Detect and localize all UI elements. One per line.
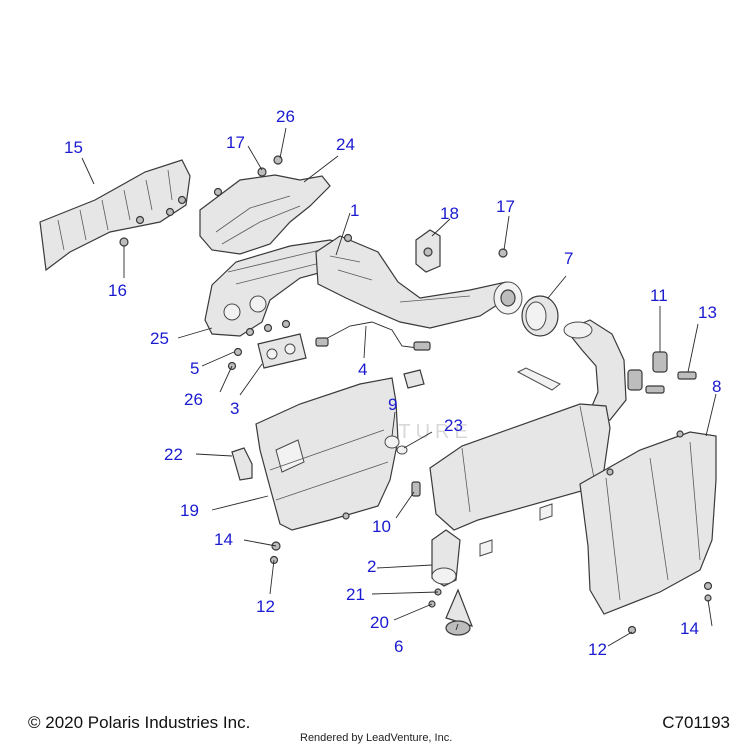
part-outlet-pipe <box>516 319 627 421</box>
callout-17-left: 17 <box>226 133 245 152</box>
callout-8: 8 <box>712 377 721 396</box>
part-clamp-22 <box>231 447 253 481</box>
callout-26-bottom: 26 <box>184 390 203 409</box>
callout-14-right: 14 <box>680 619 699 638</box>
part-manifold-25 <box>204 239 353 337</box>
callout-7: 7 <box>564 249 573 268</box>
callout-25: 25 <box>150 329 169 348</box>
part-heat-shield-19 <box>255 377 399 531</box>
part-washer-9 <box>384 435 400 449</box>
part-muffler-2 <box>429 403 611 587</box>
part-clamp-small <box>403 369 425 389</box>
callout-20: 20 <box>370 613 389 632</box>
callout-12-right: 12 <box>588 640 607 659</box>
callout-2: 2 <box>367 557 376 576</box>
callout-11: 11 <box>650 286 668 305</box>
exhaust-diagram: LEADVENTURE <box>39 107 721 659</box>
callout-24: 24 <box>336 135 355 154</box>
callout-18: 18 <box>440 204 459 223</box>
leader-lines <box>81 127 717 647</box>
callout-22: 22 <box>164 445 183 464</box>
callout-1: 1 <box>350 201 359 220</box>
callout-4: 4 <box>358 360 367 379</box>
part-gasket-7 <box>521 295 559 337</box>
callout-21: 21 <box>346 585 365 604</box>
callout-13: 13 <box>698 303 717 322</box>
part-bolt-13 <box>645 371 697 394</box>
callout-3: 3 <box>230 399 239 418</box>
part-gasket-3 <box>257 333 307 369</box>
part-tip-6 <box>445 588 474 636</box>
part-bracket-18 <box>415 229 441 273</box>
part-spring-11 <box>627 351 668 391</box>
copyright-text: © 2020 Polaris Industries Inc. <box>28 713 251 732</box>
callout-19: 19 <box>180 501 199 520</box>
callout-14-left: 14 <box>214 530 233 549</box>
rendered-by-text: Rendered by LeadVenture, Inc. <box>300 732 453 744</box>
callout-9: 9 <box>388 395 397 414</box>
part-sensor-4 <box>315 321 431 351</box>
callout-16: 16 <box>108 281 127 300</box>
callout-26-top: 26 <box>276 107 295 126</box>
part-heat-shield-24 <box>199 174 331 255</box>
callout-12-left: 12 <box>256 597 275 616</box>
callout-10: 10 <box>372 517 391 536</box>
callout-17-right: 17 <box>496 197 515 216</box>
callout-15: 15 <box>64 138 83 157</box>
part-header-pipe-1 <box>315 235 523 329</box>
callout-6: 6 <box>394 637 403 656</box>
callout-23: 23 <box>444 416 463 435</box>
figure-number: C701193 <box>662 713 730 732</box>
callout-5: 5 <box>190 359 199 378</box>
part-heat-shield-15 <box>39 159 191 272</box>
callout-labels: 1 2 3 4 5 6 7 8 9 10 11 12 13 14 15 16 1… <box>64 107 721 659</box>
